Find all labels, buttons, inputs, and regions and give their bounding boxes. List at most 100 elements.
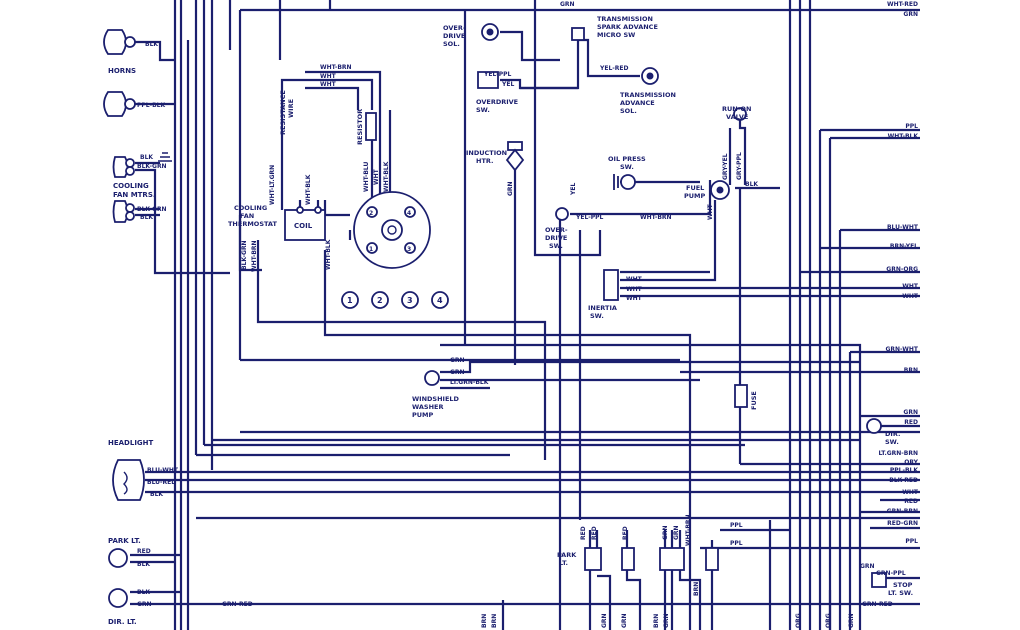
transmission-spark-advance-switch	[571, 27, 585, 41]
washer-pump-label-3: PUMP	[412, 411, 434, 419]
right-edge-wire-label: LT.GRN-BRN	[878, 450, 918, 457]
cap-terminal-1: 1	[369, 246, 373, 253]
wire-label: GRN	[450, 357, 465, 364]
dir-sw-label-2: SW.	[885, 438, 899, 446]
cyl-num-3: 3	[407, 296, 413, 305]
wire-label: GRN	[450, 369, 465, 376]
coil-label: COIL	[294, 222, 313, 230]
oil-press-label-1: OIL PRESS	[608, 155, 646, 163]
wire-label: BRN	[693, 582, 700, 596]
wire-label: GRN	[860, 563, 875, 570]
overdrive-sw-label-1: OVERDRIVE	[476, 98, 518, 106]
transmission-advance-solenoid	[641, 67, 659, 85]
overdrive-sol-label-1: OVER-	[443, 24, 466, 32]
induction-htr-label-1: INDUCTION	[466, 149, 507, 157]
cap-terminal-3: 3	[407, 246, 411, 253]
wire-label: WHT-BLU	[363, 161, 370, 192]
direction-switch	[866, 418, 882, 434]
right-edge-wire-label: GRN-WHT	[885, 346, 918, 353]
wire-label: PPL-BLK	[137, 102, 166, 109]
right-edge-wire-label: GRN-BRN	[887, 508, 918, 515]
wire-label: BLK-GRN	[137, 206, 167, 213]
run-on-valve-label-2: VALVE	[726, 113, 748, 121]
ground-symbol-fan	[158, 152, 172, 162]
resistor-label: RESISTOR	[356, 109, 364, 145]
thermostat-label-2: FAN	[240, 212, 254, 220]
wire-label: BLK-GRN	[241, 240, 248, 270]
wire-label: YEL-RED	[599, 65, 628, 72]
wire-label: WHT-BRN	[640, 214, 672, 221]
wire-label: BLK	[150, 491, 163, 498]
wire-label: BLU-RED	[147, 479, 176, 486]
resistor	[365, 112, 377, 141]
horn-lower	[103, 91, 136, 117]
wire-label: ORG	[795, 613, 802, 628]
washer-pump-label-2: WASHER	[412, 403, 443, 411]
right-edge-wire-label: RED	[904, 419, 918, 426]
park-light-left	[108, 548, 128, 568]
run-on-valve	[733, 107, 747, 121]
right-edge-wire-label: WHT	[902, 283, 919, 290]
wire-label: PPL	[730, 522, 743, 529]
distributor-cylinder-circles	[341, 291, 449, 309]
wire-label: BRN	[653, 614, 660, 628]
overdrive-sol-label-3: SOL.	[443, 40, 460, 48]
right-edge-wire-label: BRN	[904, 367, 918, 374]
cap-terminal-4: 4	[407, 210, 411, 217]
fuse	[734, 384, 748, 408]
right-edge-wire-label: WHT-BLK	[888, 133, 919, 140]
wire-label: WHT-LT.GRN	[269, 165, 276, 205]
wire-label: GRN	[621, 613, 628, 628]
wire-label: BLU-WHT	[147, 467, 179, 474]
washer-pump-label-1: WINDSHIELD	[412, 395, 460, 403]
wire-label: BLK	[140, 214, 153, 221]
windshield-washer-pump	[424, 370, 440, 386]
overdrive-sw2-label-2: DRIVE	[545, 234, 567, 242]
wire-label: WHT	[320, 81, 337, 88]
wire-label: BLK	[745, 181, 758, 188]
advance-sol-label-3: SOL.	[620, 107, 637, 115]
cyl-num-4: 4	[437, 296, 443, 305]
spark-advance-label-2: SPARK ADVANCE	[597, 23, 658, 31]
wire-label: BLK	[137, 561, 150, 568]
advance-sol-label-1: TRANSMISSION	[620, 91, 676, 99]
inertia-switch	[603, 269, 619, 301]
direction-light	[108, 588, 128, 608]
wire-label: RED	[137, 548, 151, 555]
wire-label: WHT-BLK	[305, 174, 312, 205]
overdrive-sw-label-2: SW.	[476, 106, 490, 114]
wire-label: ORG	[825, 613, 832, 628]
overdrive-solenoid	[481, 23, 499, 41]
ignition-coil	[284, 206, 326, 241]
spark-advance-label-1: TRANSMISSION	[597, 15, 653, 23]
wire-label: GRN	[507, 181, 514, 196]
right-edge-wire-label: PPL	[905, 538, 918, 545]
park-lt-center-label-2: LT.	[559, 559, 568, 567]
wire-label: GRN-RED	[222, 601, 253, 608]
overdrive-switch	[477, 71, 499, 89]
resistance-wire-label-1: RESISTANCE	[279, 90, 287, 135]
wire-label: WHT	[320, 73, 337, 80]
wire-label: PPL	[730, 540, 743, 547]
wire-label: GRN-PPL	[876, 570, 906, 577]
stop-light-switch	[871, 572, 887, 588]
wire-label: YEL-PPL	[575, 214, 604, 221]
wire-label: WHT	[626, 276, 643, 283]
wire-label: GRN	[601, 613, 608, 628]
wire-labels: BLK PPL-BLK BLK BLK-GRN BLK-GRN BLK WHT-…	[137, 1, 906, 628]
run-on-valve-label-1: RUN-ON	[722, 105, 751, 113]
wire-label: RED	[591, 526, 598, 540]
wire-label: RED	[622, 526, 629, 540]
fuse-label: FUSE	[750, 391, 758, 410]
wire-label: WHT-BRN	[251, 240, 258, 272]
wire-label: BLK	[145, 41, 158, 48]
dir-lt-label: DIR. LT.	[108, 618, 137, 626]
cooling-fan-label-1: COOLING	[113, 182, 149, 190]
right-edge-wire-label: RED-GRN	[887, 520, 918, 527]
wire-label: YEL	[501, 81, 514, 88]
wire-label: GRN	[848, 613, 855, 628]
wire-label: RED	[580, 526, 587, 540]
right-edge-wire-label: WHT	[902, 489, 919, 496]
right-edge-wire-label: ORY	[904, 459, 918, 466]
